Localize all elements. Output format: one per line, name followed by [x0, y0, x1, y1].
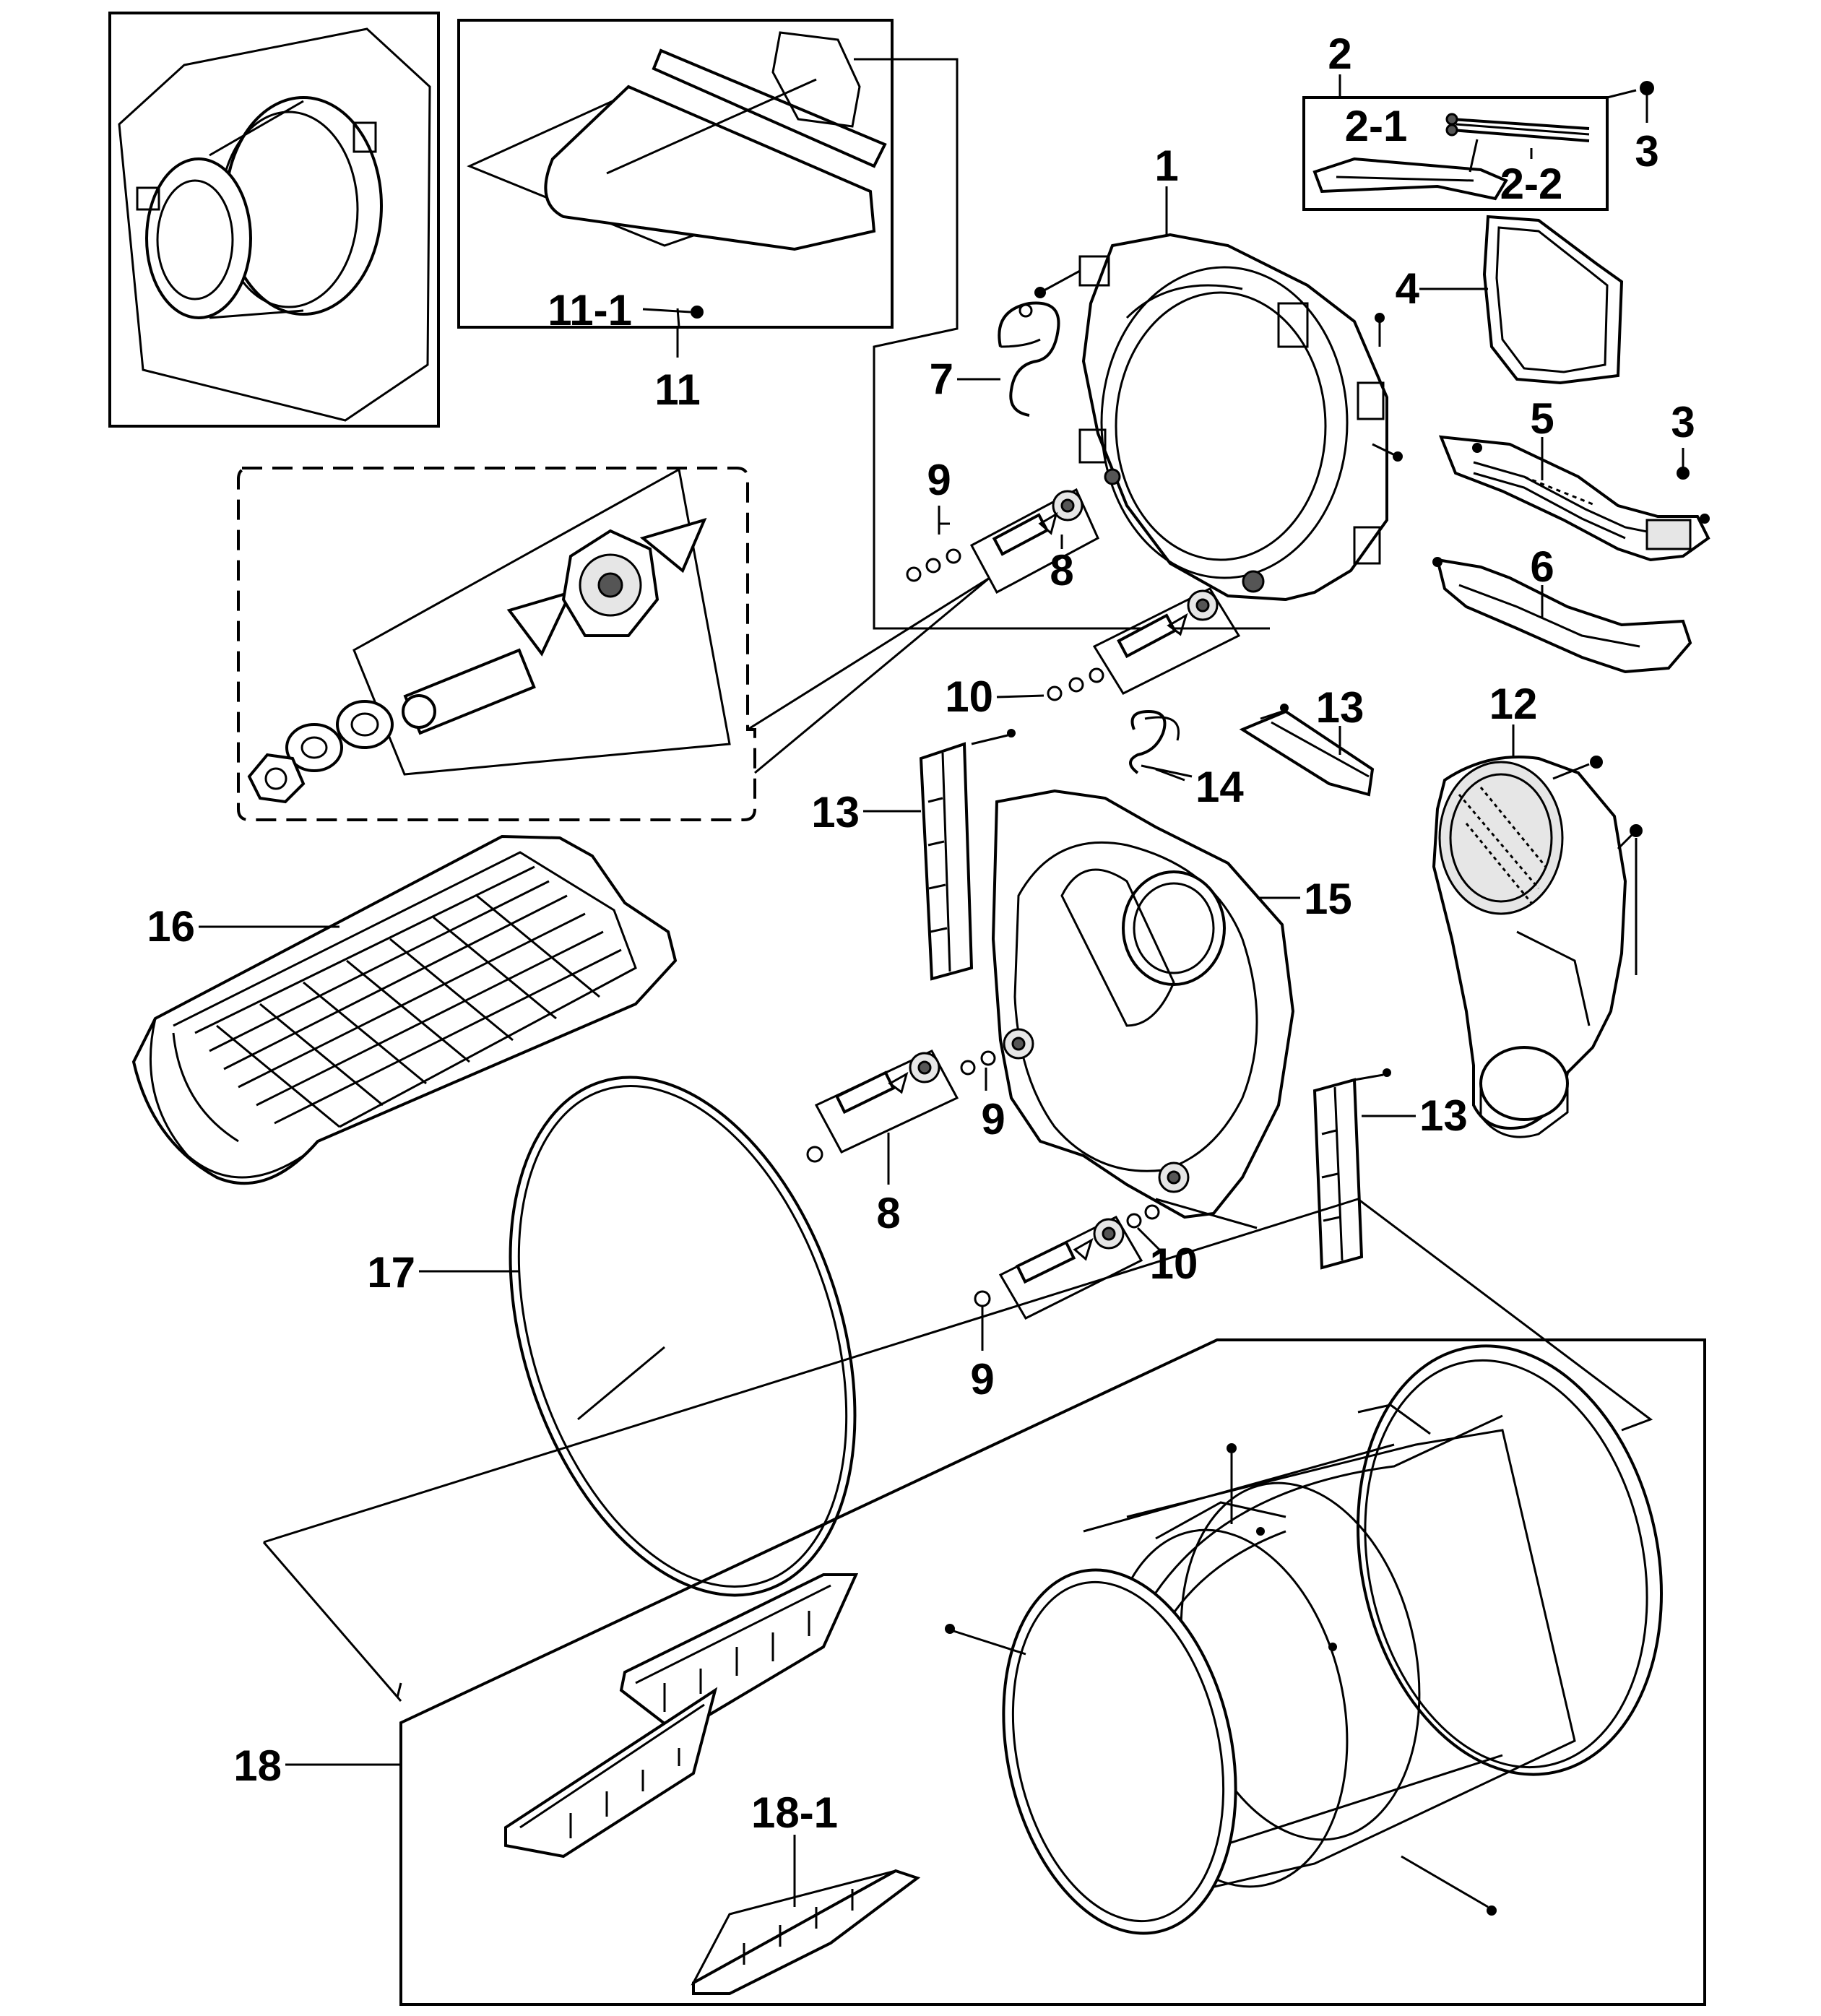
part-18-leader: [263, 1198, 1653, 1544]
part-16-filter-basket: [131, 834, 678, 1185]
inset-washers: [247, 700, 394, 804]
overview-drum-assembly: [136, 96, 383, 319]
part-11-panel: [457, 19, 894, 329]
label-part-13-top: 13: [1316, 683, 1364, 732]
part-10-washers-middle: [1047, 667, 1104, 701]
part-1-front-frame: [1078, 233, 1388, 602]
part-12-exhaust-duct: [1432, 756, 1643, 1138]
part-6-bracket: [1435, 558, 1692, 674]
label-part-13-left: 13: [811, 788, 860, 836]
part-17-belt-ring: [509, 1076, 857, 1597]
inset-roller-wheel: [561, 529, 659, 637]
label-part-8-lower: 8: [876, 1189, 900, 1237]
label-part-2-1: 2-1: [1345, 102, 1408, 150]
label-part-10-upper: 10: [945, 672, 993, 721]
inset-triangle-clip: [506, 589, 574, 657]
label-part-5: 5: [1530, 394, 1554, 443]
part-13-support-right: [1312, 1068, 1391, 1270]
part-7-clip: [998, 301, 1060, 417]
part-8-roller-upper: [969, 488, 1099, 594]
part-8-roller-bottom: [998, 1216, 1143, 1320]
part-4-seal: [1482, 215, 1624, 385]
part-2-1-bracket: [1312, 157, 1508, 201]
part-18-1-lifter: [691, 1869, 921, 1995]
label-part-9-middle: 9: [981, 1095, 1005, 1143]
label-part-1: 1: [1154, 142, 1178, 190]
part-2-panel: [1302, 96, 1609, 211]
label-part-9-lower: 9: [970, 1355, 994, 1403]
label-part-18: 18: [233, 1742, 282, 1790]
part-15-rear-bulkhead: [991, 789, 1295, 1229]
part-18-drum: [1002, 1344, 1663, 1935]
label-part-17: 17: [367, 1248, 415, 1297]
label-part-7: 7: [930, 355, 953, 403]
callout-labels: 1 2 2-1 2-2 3 3 4 5 6 7 8 8 9 9 9 10 10 …: [147, 30, 1695, 1837]
label-part-14: 14: [1195, 763, 1244, 811]
label-part-11-1: 11-1: [548, 286, 632, 334]
part-8-roller-middle: [1092, 587, 1241, 695]
label-part-3-top: 3: [1635, 127, 1658, 176]
part-13-support-top: [1239, 704, 1375, 797]
label-part-2-2: 2-2: [1500, 160, 1563, 208]
part-2-2-wires: [1445, 113, 1590, 142]
label-part-16: 16: [147, 902, 195, 951]
label-part-11: 11: [654, 365, 700, 414]
roller-detail-inset: [237, 467, 756, 821]
part-11-duct: [467, 31, 887, 251]
label-part-4: 4: [1396, 264, 1420, 313]
label-part-13-right: 13: [1419, 1091, 1468, 1140]
label-part-15: 15: [1304, 875, 1352, 923]
part-5-grille: [1438, 435, 1710, 562]
part-9-washers-lower: [960, 1050, 996, 1076]
part-18-lifter-middle: [504, 1687, 718, 1859]
label-part-8-upper: 8: [1050, 546, 1073, 594]
overview-panel: [108, 12, 440, 428]
label-part-6: 6: [1530, 542, 1554, 591]
part-13-support-left: [919, 729, 1016, 981]
label-part-12: 12: [1489, 680, 1538, 728]
part-16-grid: [194, 865, 622, 1128]
part-9-washers-upper: [906, 548, 961, 582]
part-14-clip: [1129, 709, 1193, 778]
label-part-18-1: 18-1: [751, 1788, 838, 1837]
inset-triangle-clip-2: [639, 517, 707, 574]
label-part-10-lower: 10: [1150, 1240, 1198, 1288]
part-11-leader: [854, 58, 1270, 630]
label-part-3-right: 3: [1671, 398, 1695, 446]
inset-roller-shaft: [402, 648, 536, 735]
part-10-washers-lower: [1126, 1204, 1160, 1229]
label-part-9-upper: 9: [927, 456, 951, 504]
part-18-lifter-top: [619, 1573, 859, 1728]
part-18-panel: [399, 1338, 1706, 2006]
part-8-roller-lower: [814, 1050, 959, 1154]
label-part-2: 2: [1328, 30, 1351, 78]
